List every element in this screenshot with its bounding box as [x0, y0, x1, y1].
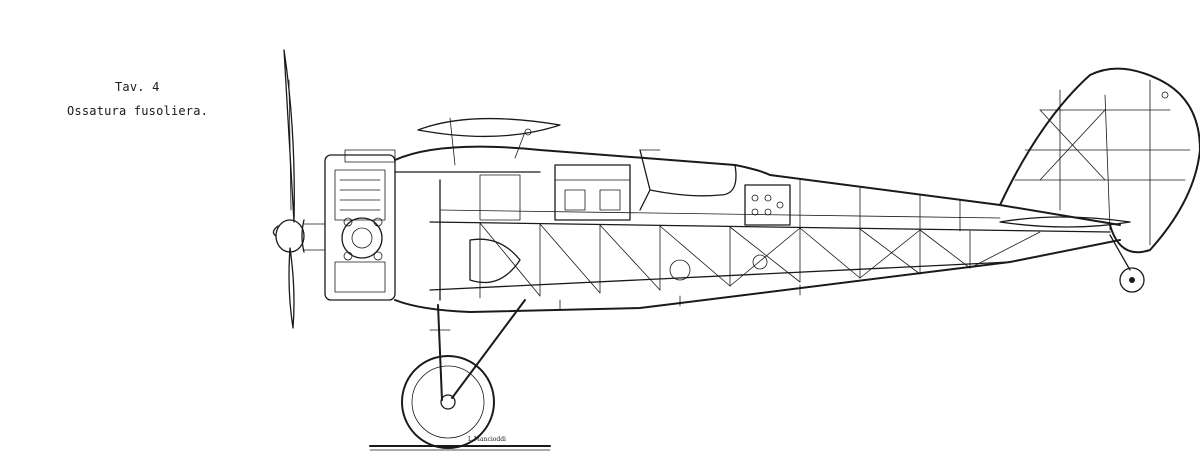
propeller: [272, 49, 305, 329]
upper-wing-section: [417, 117, 561, 166]
fuselage-outline: [394, 145, 1121, 313]
tail-wheel: [1109, 234, 1145, 293]
cockpit-equipment: [439, 149, 791, 301]
ground-line: [369, 445, 551, 451]
horizontal-stabiliser: [999, 216, 1131, 228]
artist-signature: L.Mancioddi: [468, 436, 506, 443]
fuselage-truss: [429, 179, 1111, 311]
tail-fin: [999, 67, 1200, 254]
radial-engine: [301, 149, 396, 301]
plate-title: Ossatura fusoliera.: [67, 104, 209, 118]
main-landing-gear: [401, 299, 526, 449]
plate-number: Tav. 4: [115, 80, 160, 94]
